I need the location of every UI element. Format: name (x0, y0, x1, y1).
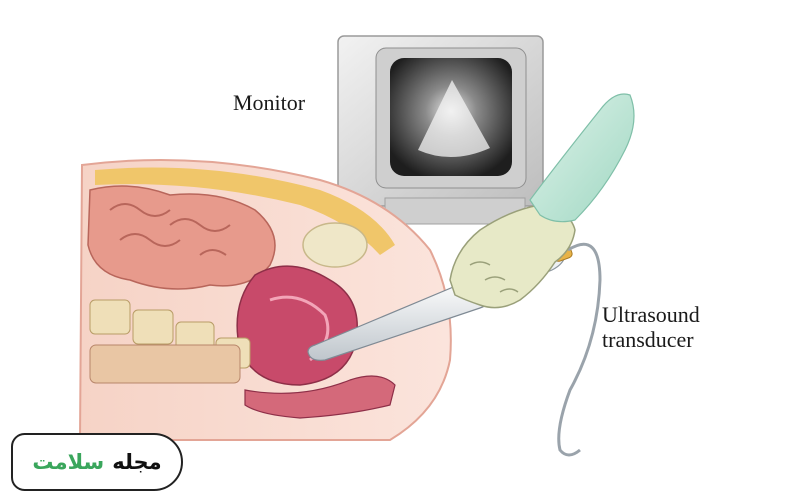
label-monitor: Monitor (233, 90, 306, 115)
brand-badge: مجله سلامت (11, 433, 183, 491)
intestine-folds (109, 203, 231, 256)
glove (449, 204, 576, 309)
glove-cuff (529, 93, 635, 223)
probe-cable (557, 242, 602, 457)
label-transducer-line1: Ultrasound (602, 302, 700, 327)
ultrasound-image (418, 80, 490, 158)
label-ultrasound-transducer: Ultrasound transducer (602, 302, 700, 353)
badge-word-dark: مجله (112, 450, 162, 474)
rectum (244, 375, 396, 419)
gloved-hand (449, 93, 635, 309)
fat-layer (95, 167, 395, 255)
intestines (87, 185, 276, 290)
glove-fingers (469, 261, 519, 293)
pelvis-cross-section (78, 159, 452, 441)
bladder (302, 222, 368, 268)
monitor (337, 35, 544, 225)
badge-word-green: سلامت (32, 450, 105, 474)
spine (89, 299, 251, 384)
label-transducer-line2: transducer (602, 327, 694, 353)
